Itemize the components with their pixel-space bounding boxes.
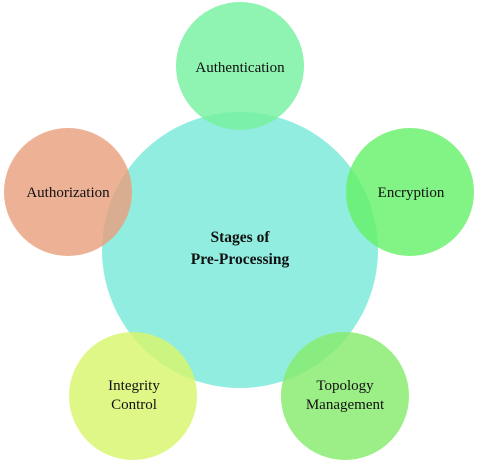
integrity-control-label-line-1: Integrity bbox=[108, 378, 160, 394]
encryption-circle bbox=[346, 128, 474, 256]
authorization-circle bbox=[4, 128, 132, 256]
topology-management-circle bbox=[281, 332, 409, 460]
center-label-line-2: Pre-Processing bbox=[191, 251, 290, 268]
encryption-label: Encryption bbox=[378, 185, 445, 201]
integrity-control-circle bbox=[69, 332, 197, 460]
center-circle bbox=[102, 112, 378, 388]
authorization-label: Authorization bbox=[26, 185, 110, 201]
authentication-label: Authentication bbox=[195, 60, 285, 76]
integrity-control-label-line-2: Control bbox=[111, 397, 157, 413]
center-label-line-1: Stages of bbox=[211, 229, 271, 246]
topology-management-label-line-2: Management bbox=[306, 397, 385, 413]
authentication-circle bbox=[176, 2, 304, 130]
topology-management-label-line-1: Topology bbox=[316, 378, 374, 394]
